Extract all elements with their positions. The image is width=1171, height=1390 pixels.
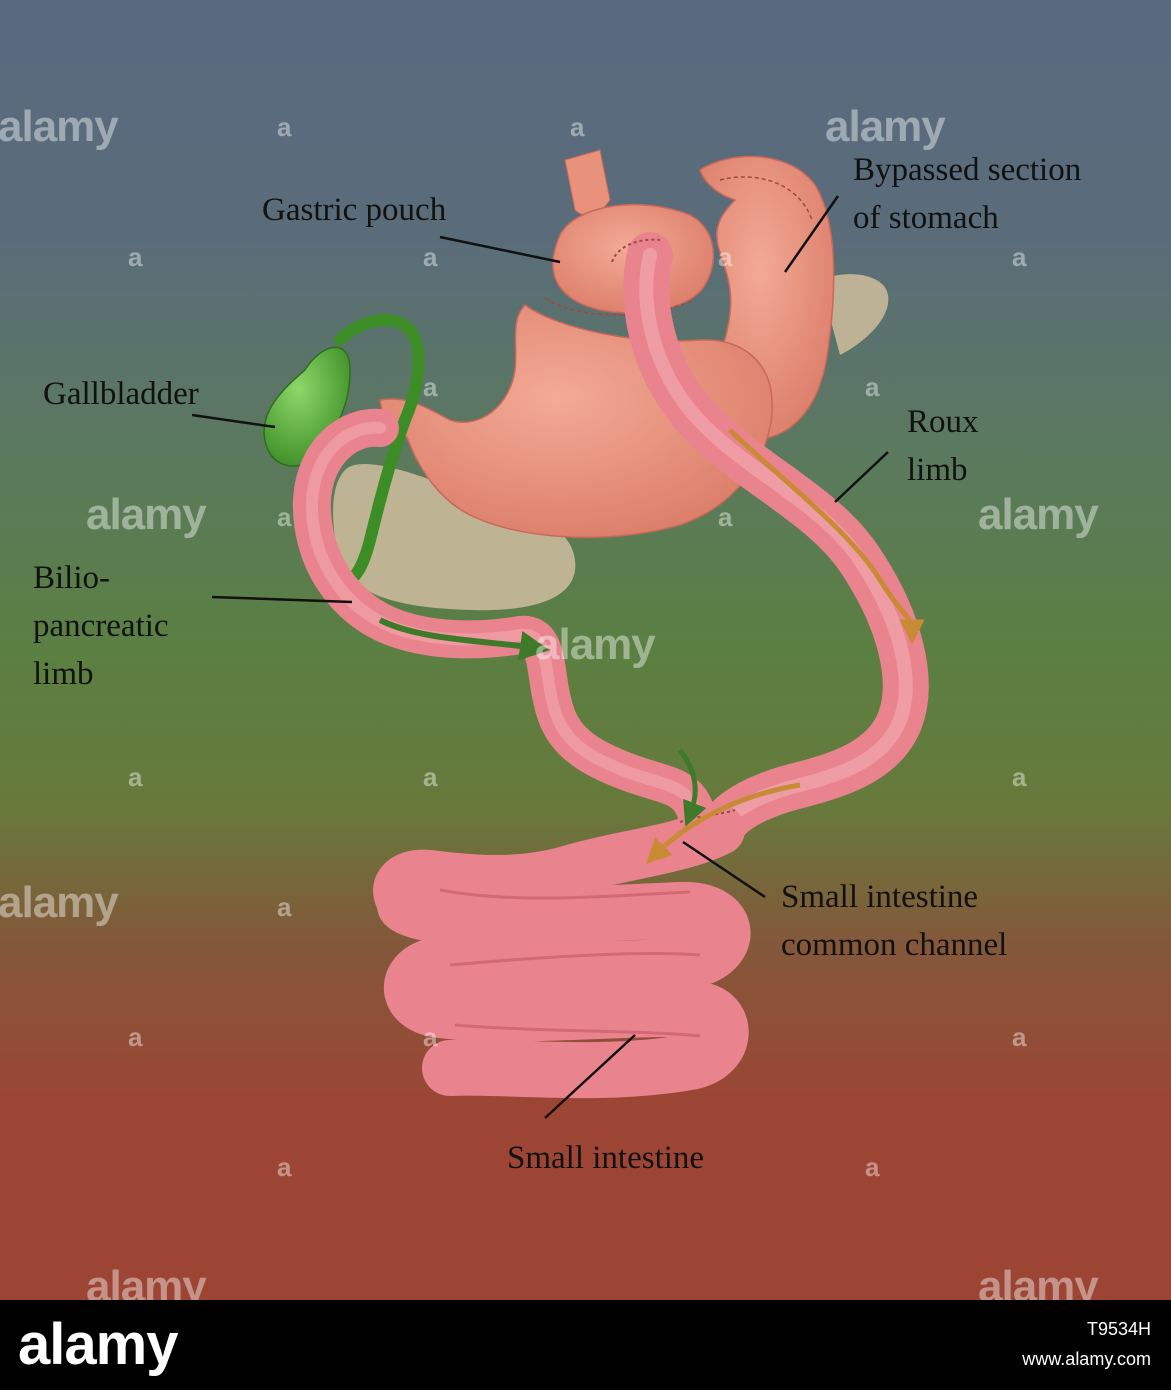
leader-bilio (211, 595, 353, 604)
label-gallbladder: Gallbladder (43, 370, 199, 418)
leader-small-intestine (544, 1034, 636, 1119)
footer-site: www.alamy.com (1022, 1349, 1151, 1369)
anastomosis-stitches (611, 238, 661, 263)
watermark-mark: a (423, 242, 438, 272)
watermark-mark: a (1012, 762, 1027, 792)
pancreas (333, 464, 576, 611)
watermark-mark: a (718, 242, 733, 272)
label-roux-line2: limb (907, 452, 968, 488)
watermark-logo: alamy (978, 490, 1099, 539)
watermark-logo: alamy (86, 490, 207, 539)
label-bypassed-line1: Bypassed section (853, 152, 1082, 188)
bile-duct (334, 313, 425, 586)
green-flow-arrow-2 (677, 748, 707, 827)
label-common-channel: Small intestine common channel (781, 873, 1007, 969)
footer-logo: alamy (18, 1312, 178, 1377)
footer-info: T9534H www.alamy.com (1022, 1314, 1151, 1374)
watermark-mark: a (277, 892, 292, 922)
green-flow-arrow (378, 617, 550, 661)
watermark-logo: alamy (0, 102, 119, 151)
label-gastric-pouch-text: Gastric pouch (262, 192, 447, 228)
watermark-mark: a (128, 242, 143, 272)
small-intestine-coils (377, 877, 751, 1099)
roux-limb-highlight (639, 248, 913, 837)
orange-flow-arrow (728, 428, 925, 645)
orange-flow-arrow-2 (646, 782, 801, 864)
watermark-mark: a (128, 762, 143, 792)
watermark-mark: a (423, 1022, 438, 1052)
intestine-folds (439, 888, 701, 1038)
label-common-line2: common channel (781, 927, 1008, 963)
illustration (0, 0, 1171, 1300)
watermark-mark: a (1012, 242, 1027, 272)
leader-roux (834, 451, 889, 503)
label-bilio-line2: pancreatic (33, 608, 169, 644)
watermark-mark: a (570, 112, 585, 142)
label-gallbladder-text: Gallbladder (43, 376, 199, 412)
watermark-mark: a (423, 762, 438, 792)
watermark-logo: alamy (825, 102, 946, 151)
watermark-mark: a (1012, 1022, 1027, 1052)
label-roux-line1: Roux (907, 404, 979, 440)
watermark-mark: a (718, 502, 733, 532)
staple-line-bypassed (719, 176, 813, 221)
leader-gallbladder (191, 413, 276, 429)
watermark-mark: a (277, 112, 292, 142)
leader-bypassed (783, 195, 840, 273)
watermark-logo: alamy (978, 1262, 1099, 1300)
label-bilio-line3: limb (33, 656, 94, 692)
diagram-canvas: alamy alamy alamy alamy alamy alamy alam… (0, 0, 1171, 1300)
watermark-mark: a (277, 1152, 292, 1182)
label-bypassed-section: Bypassed section of stomach (853, 146, 1081, 242)
watermark-mark: a (865, 372, 880, 402)
footer-image-id: T9534H (1086, 1319, 1151, 1339)
label-small-intestine: Small intestine (507, 1134, 704, 1182)
stock-footer-bar: alamy T9534H www.alamy.com (0, 1300, 1171, 1390)
watermark-logo: alamy (86, 1262, 207, 1300)
label-biliopancreatic-limb: Bilio- pancreatic limb (33, 554, 169, 698)
label-bilio-line1: Bilio- (33, 560, 111, 596)
watermark-logo: alamy (0, 878, 119, 927)
label-small-intestine-text: Small intestine (507, 1140, 705, 1176)
label-bypassed-line2: of stomach (853, 200, 999, 236)
label-common-line1: Small intestine (781, 879, 979, 915)
label-gastric-pouch: Gastric pouch (262, 186, 446, 234)
leader-common-channel (682, 840, 766, 899)
watermark-mark: a (865, 1152, 880, 1182)
label-roux-limb: Roux limb (907, 398, 979, 494)
watermark-mark: a (423, 372, 438, 402)
staple-line-pouch (544, 297, 696, 316)
pancreas-tail (820, 274, 889, 355)
watermark-mark: a (277, 502, 292, 532)
watermark-mark: a (128, 1022, 143, 1052)
watermark-logo: alamy (535, 620, 656, 669)
leader-gastric-pouch (439, 235, 561, 264)
